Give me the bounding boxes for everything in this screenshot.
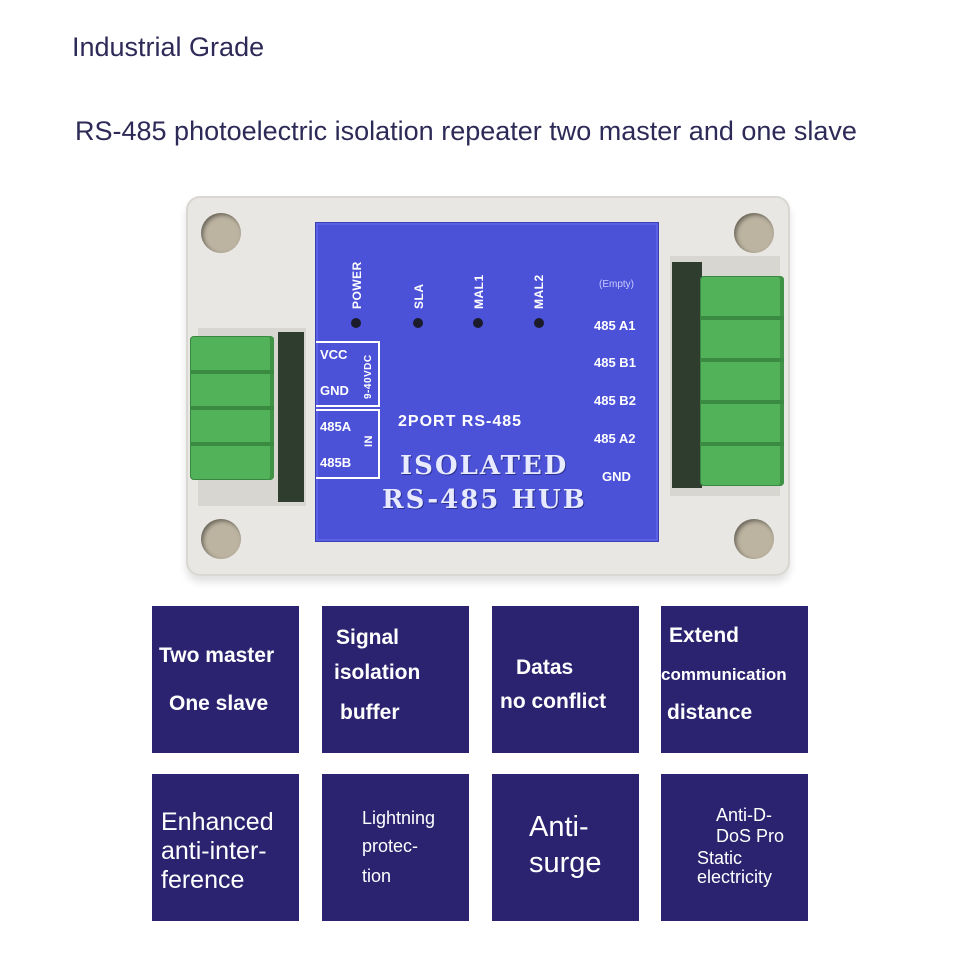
feature-line: ference <box>161 866 245 894</box>
vcc-label: VCC <box>320 347 348 362</box>
empty-port-label: (Empty) <box>599 279 634 290</box>
feature-line: electricity <box>697 867 773 887</box>
feature-line: Extend <box>669 624 740 647</box>
front-panel: POWER SLA MAL1 MAL2 VCC GND 9-40VDC 485A… <box>316 223 658 541</box>
feature-tile-anti-surge: Anti- surge <box>492 774 639 921</box>
right-terminal-block <box>700 276 784 486</box>
mounting-hole <box>734 213 774 253</box>
feature-line: Lightning <box>362 808 436 828</box>
left-terminal-block <box>190 336 274 480</box>
feature-line: protec- <box>362 836 419 856</box>
product-grade: Industrial Grade <box>72 32 265 62</box>
pin-gnd: GND <box>602 469 631 484</box>
feature-line: Anti- <box>529 811 589 843</box>
mounting-hole <box>201 519 241 559</box>
feature-line: surge <box>529 847 602 879</box>
feature-line: tion <box>362 866 392 886</box>
rs485-input-box <box>316 409 380 479</box>
in-485a-label: 485A <box>320 419 352 434</box>
led-label-mal1: MAL1 <box>472 274 486 309</box>
feature-line: Datas <box>516 656 574 679</box>
feature-line: Anti-D- <box>716 805 773 825</box>
feature-line: distance <box>667 701 753 724</box>
mounting-hole <box>201 213 241 253</box>
voltage-range-label: 9-40VDC <box>363 354 374 399</box>
right-pcb <box>672 262 702 488</box>
pin-485-b2: 485 B2 <box>594 393 636 408</box>
product-title: RS-485 photoelectric isolation repeater … <box>75 116 857 146</box>
device-image: POWER SLA MAL1 MAL2 VCC GND 9-40VDC 485A… <box>186 196 790 576</box>
panel-title-line1: ISOLATED <box>400 451 569 481</box>
feature-line: DoS Pro <box>716 826 785 846</box>
feature-tile-extend-distance: Extend communication distance <box>661 606 808 753</box>
mal2-led <box>534 318 544 328</box>
feature-tile-signal-isolation: Signal isolation buffer <box>322 606 469 753</box>
feature-line: isolation <box>334 661 421 684</box>
feature-line: Static <box>697 848 743 868</box>
led-label-sla: SLA <box>412 283 426 310</box>
feature-line: Enhanced <box>161 808 274 836</box>
feature-line: Two master <box>159 644 275 667</box>
feature-line: buffer <box>340 701 400 724</box>
pin-485-a1: 485 A1 <box>594 318 636 333</box>
led-label-power: POWER <box>350 261 364 309</box>
mal1-led <box>473 318 483 328</box>
feature-line: communication <box>661 665 787 684</box>
feature-tile-lightning-protection: Lightning protec- tion <box>322 774 469 921</box>
sla-led <box>413 318 423 328</box>
feature-tile-two-master: Two master One slave <box>152 606 299 753</box>
led-label-mal2: MAL2 <box>532 274 546 309</box>
panel-subtitle: 2PORT RS-485 <box>398 413 523 430</box>
in-485b-label: 485B <box>320 455 352 470</box>
pin-485-a2: 485 A2 <box>594 431 636 446</box>
feature-tile-anti-static: Anti-D- DoS Pro Static electricity <box>661 774 808 921</box>
mounting-hole <box>734 519 774 559</box>
gnd-label: GND <box>320 383 349 398</box>
panel-title-line2: RS-485 HUB <box>382 485 587 515</box>
power-led <box>351 318 361 328</box>
feature-tile-no-conflict: Datas no conflict <box>492 606 639 753</box>
feature-line: no conflict <box>500 690 607 713</box>
feature-line: anti-inter- <box>161 837 267 865</box>
feature-tile-anti-interference: Enhanced anti-inter- ference <box>152 774 299 921</box>
pin-485-b1: 485 B1 <box>594 355 636 370</box>
in-tag-label: IN <box>363 435 375 447</box>
left-pcb <box>278 332 304 502</box>
feature-line: One slave <box>169 692 269 715</box>
feature-line: Signal <box>336 626 400 649</box>
power-input-box <box>316 341 380 407</box>
